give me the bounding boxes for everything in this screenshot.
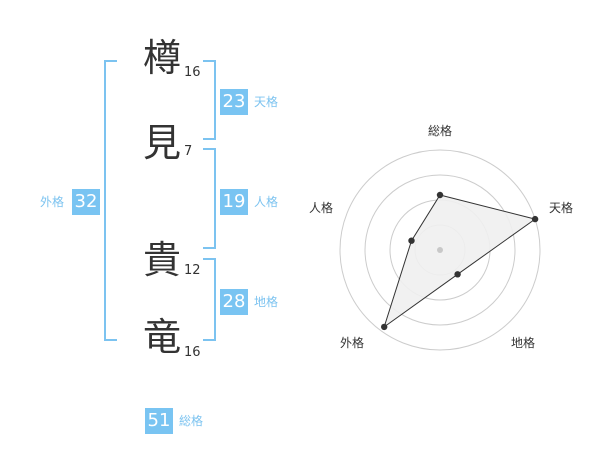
radar-axis-label-gaikaku: 外格 <box>340 336 365 350</box>
radar-points <box>381 191 539 331</box>
radar-point-4 <box>381 323 388 331</box>
stroke-count-4: 16 <box>184 345 201 360</box>
radar-axis-label-chikaku: 地格 <box>511 336 536 350</box>
gaikaku-bracket <box>104 60 117 341</box>
radar-area <box>383 194 537 329</box>
radar-axis-label-soukaku: 総格 <box>428 124 453 138</box>
chikaku-bracket <box>203 258 216 341</box>
stroke-count-2: 7 <box>184 144 193 159</box>
stroke-count-1: 16 <box>184 65 201 80</box>
gaikaku-value-badge: 32 <box>72 189 100 215</box>
name-char-2: 見 <box>142 121 181 165</box>
chikaku-label: 地格 <box>254 295 279 309</box>
tenkaku-bracket <box>203 60 216 140</box>
radar-point-1 <box>436 191 444 199</box>
gaikaku-label: 外格 <box>40 195 65 209</box>
soukaku-value-badge: 51 <box>145 408 173 434</box>
tenkaku-label: 天格 <box>254 95 279 109</box>
radar-point-2 <box>531 215 539 223</box>
name-char-3: 貴 <box>142 238 181 282</box>
radar-ring <box>339 149 541 351</box>
radar-point-5 <box>408 237 415 244</box>
fortune-radar-chart <box>339 149 541 351</box>
jinkaku-bracket <box>203 148 216 249</box>
stroke-count-3: 12 <box>184 263 201 278</box>
radar-axis-label-jinkaku: 人格 <box>309 201 334 215</box>
radar-axis-label-tenkaku: 天格 <box>549 201 574 215</box>
name-char-4: 竜 <box>142 315 181 359</box>
tenkaku-value-badge: 23 <box>220 89 248 115</box>
chikaku-value-badge: 28 <box>220 289 248 315</box>
radar-center <box>437 247 443 253</box>
radar-point-3 <box>454 271 461 278</box>
radar-ring <box>364 174 516 326</box>
soukaku-label: 総格 <box>179 414 204 428</box>
name-char-1: 樽 <box>142 36 181 80</box>
jinkaku-label: 人格 <box>254 195 279 209</box>
jinkaku-value-badge: 19 <box>220 189 248 215</box>
